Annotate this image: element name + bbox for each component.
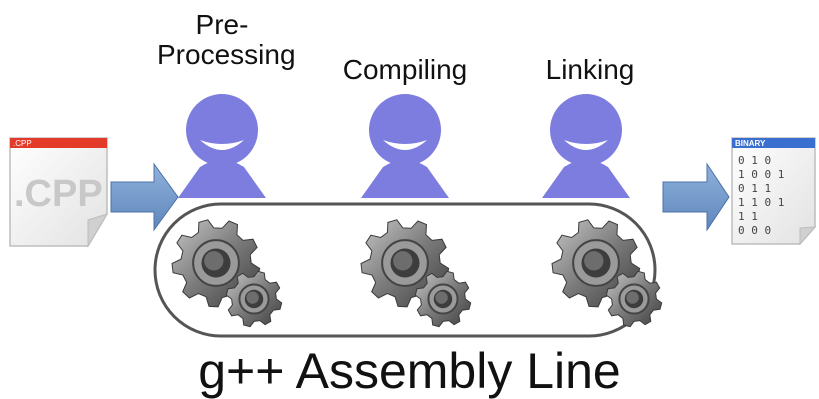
small-gear-icon bbox=[414, 270, 472, 328]
worker-icon-linking bbox=[542, 94, 630, 198]
stage-label-line2: Processing bbox=[157, 39, 296, 70]
cpp-file-icon: .CPP .CPP bbox=[9, 137, 109, 248]
binary-row: 0 1 1 bbox=[738, 182, 771, 195]
small-gear-icon bbox=[605, 270, 663, 328]
binary-tab bbox=[732, 138, 815, 148]
stage-label-linking: Linking bbox=[525, 55, 655, 85]
binary-row: 1 1 0 1 bbox=[738, 196, 784, 209]
binary-row: 1 1 bbox=[738, 210, 758, 223]
conveyor-belt bbox=[153, 202, 657, 338]
worker-icon-preprocessing bbox=[178, 94, 266, 198]
input-arrow-icon bbox=[110, 162, 179, 232]
cpp-big-label: .CPP bbox=[14, 173, 103, 215]
stage-label-preprocessing: Pre- Processing bbox=[157, 9, 296, 70]
small-gear-icon bbox=[225, 270, 283, 328]
stage-label-compiling: Compiling bbox=[330, 55, 480, 85]
binary-file-icon: BINARY 0 1 0 1 0 0 1 0 1 1 1 1 0 1 1 1 0… bbox=[731, 137, 817, 246]
cpp-tab bbox=[10, 138, 107, 148]
cpp-tab-label: .CPP bbox=[13, 139, 32, 148]
stage-label-line2: Compiling bbox=[342, 54, 468, 85]
stage-label-line1: Pre- bbox=[195, 9, 249, 40]
page-title: g++ Assembly Line bbox=[198, 343, 621, 399]
gear-groups bbox=[171, 219, 663, 328]
worker-icon-compiling bbox=[361, 94, 449, 198]
binary-row: 0 0 0 bbox=[738, 224, 771, 237]
binary-tab-label: BINARY bbox=[735, 139, 766, 148]
stage-label-line2: Linking bbox=[545, 54, 635, 85]
output-arrow-icon bbox=[662, 162, 730, 232]
binary-row: 1 0 0 1 bbox=[738, 168, 784, 181]
binary-row: 0 1 0 bbox=[738, 154, 771, 167]
